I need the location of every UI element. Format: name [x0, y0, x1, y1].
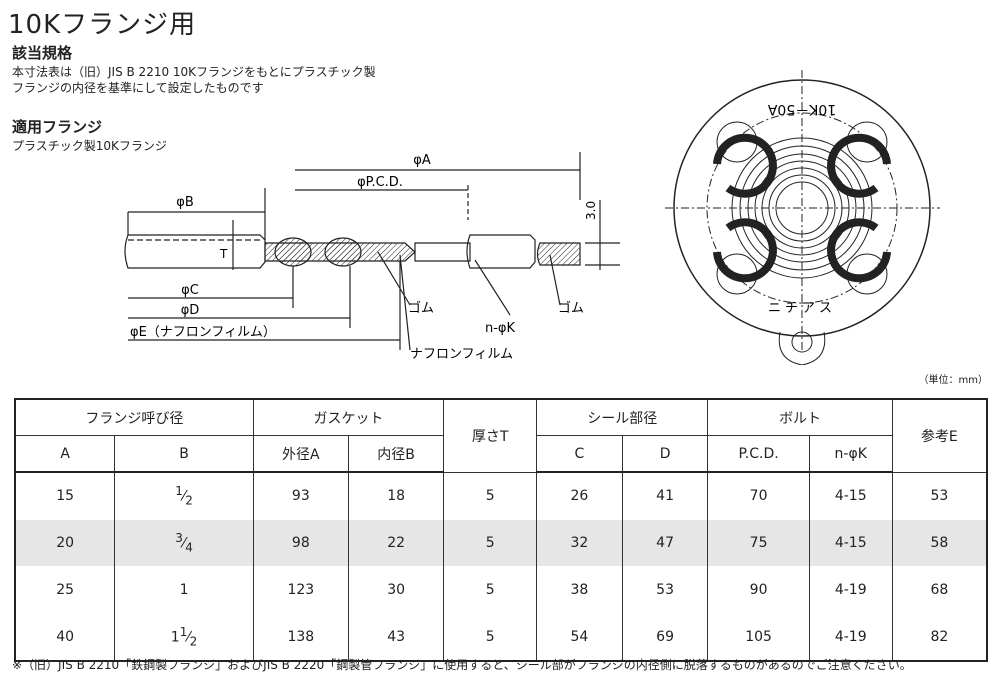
unit-label: （単位：mm） [918, 375, 988, 386]
cell-b: 11⁄2 [114, 613, 254, 661]
cell-t: 5 [443, 472, 538, 520]
cell-e: 58 [891, 519, 988, 567]
header-thickness: 厚さT [443, 398, 538, 473]
cell-outer: 98 [252, 519, 349, 567]
label-gomu-inner: ゴム [408, 300, 434, 316]
seal-bead-2 [324, 237, 362, 267]
cell-outer: 93 [252, 472, 349, 520]
rubber-outer [536, 242, 581, 266]
subheader-c: C [536, 435, 623, 473]
cell-e: 53 [891, 472, 988, 520]
cell-c: 32 [536, 519, 623, 567]
label-t: T [219, 247, 228, 261]
cell-e: 68 [891, 566, 988, 614]
page-title: 10Kフランジ用 [8, 10, 197, 40]
header-seal-diameter: シール部径 [536, 398, 709, 436]
label-phi-e: φE（ナフロンフィルム） [130, 325, 276, 340]
flange-front-view: 10K－50A ニチアス [665, 70, 940, 365]
cell-n-k: 4-15 [808, 519, 893, 567]
cell-pcd: 75 [707, 519, 810, 567]
cell-t: 5 [443, 566, 538, 614]
cell-inner: 43 [347, 613, 445, 661]
cell-a: 15 [14, 472, 116, 520]
label-phi-d: φD [181, 303, 200, 318]
header-flange-size: フランジ呼び径 [14, 398, 254, 436]
cell-d: 53 [621, 566, 709, 614]
label-phi-b: φB [176, 195, 194, 210]
cell-d: 69 [621, 613, 709, 661]
cell-c: 38 [536, 566, 623, 614]
section-text-flange: プラスチック製10Kフランジ [12, 139, 167, 153]
subheader-a: A [14, 435, 116, 473]
cell-b: 1⁄2 [114, 472, 254, 520]
cell-pcd: 70 [707, 472, 810, 520]
subheader-pcd: P.C.D. [707, 435, 810, 473]
cell-a: 25 [14, 566, 116, 614]
flange-mark-bottom: ニチアス [768, 301, 836, 316]
header-bolt: ボルト [707, 398, 893, 436]
table-row: 40 11⁄2 138 43 5 54 69 105 4-19 82 [14, 613, 988, 661]
flange-right-body [466, 234, 536, 269]
subheader-outer: 外径A [252, 435, 349, 473]
label-phi-c: φC [181, 283, 199, 298]
cell-e: 82 [891, 613, 988, 661]
cell-b: 1 [114, 566, 254, 614]
label-n-phi-k: n-φK [485, 321, 516, 336]
label-phi-pcd: φP.C.D. [357, 175, 403, 190]
cell-outer: 138 [252, 613, 349, 661]
cell-n-k: 4-19 [808, 566, 893, 614]
cell-outer: 123 [252, 566, 349, 614]
label-thickness: 3.0 [584, 201, 598, 220]
subheader-b: B [114, 435, 254, 473]
cell-n-k: 4-15 [808, 472, 893, 520]
subheader-inner: 内径B [347, 435, 445, 473]
caution-note: ※（旧）JIS B 2210「鉄鋼製フランジ」およびJIS B 2220「鋼製管… [12, 658, 912, 672]
subheader-n-phi-k: n-φK [808, 435, 893, 473]
cell-c: 26 [536, 472, 623, 520]
gasket-section-drawing: φA φP.C.D. φB T 3.0 φC φD φE（ナフロンフィルム） ゴ… [124, 152, 620, 362]
dimension-table: フランジ呼び径 ガスケット 厚さT シール部径 ボルト 参考E A B 外径A … [14, 398, 988, 662]
table-row: 20 3⁄4 98 22 5 32 47 75 4-15 58 [14, 519, 988, 567]
cell-a: 40 [14, 613, 116, 661]
cell-pcd: 105 [707, 613, 810, 661]
cell-inner: 18 [347, 472, 445, 520]
header-gasket: ガスケット [252, 398, 445, 436]
table-row: 15 1⁄2 93 18 5 26 41 70 4-15 53 [14, 472, 988, 520]
cell-t: 5 [443, 519, 538, 567]
seal-bead-1 [274, 237, 312, 267]
cell-d: 41 [621, 472, 709, 520]
cell-inner: 22 [347, 519, 445, 567]
cell-n-k: 4-19 [808, 613, 893, 661]
table-row: 25 1 123 30 5 38 53 90 4-19 68 [14, 566, 988, 614]
subheader-d: D [621, 435, 709, 473]
cell-d: 47 [621, 519, 709, 567]
cell-a: 20 [14, 519, 116, 567]
cell-b: 3⁄4 [114, 519, 254, 567]
cell-pcd: 90 [707, 566, 810, 614]
label-gomu-outer: ゴム [558, 300, 584, 316]
section-heading-standard: 該当規格 [12, 44, 73, 62]
label-naflon: ナフロンフィルム [410, 347, 513, 362]
flange-mark-top: 10K－50A [767, 101, 836, 117]
label-phi-a: φA [413, 153, 431, 168]
section-text-standard-1: 本寸法表は（旧）JIS B 2210 10Kフランジをもとにプラスチック製 [12, 65, 376, 79]
cell-inner: 30 [347, 566, 445, 614]
cell-c: 54 [536, 613, 623, 661]
section-heading-flange: 適用フランジ [12, 118, 103, 136]
cell-t: 5 [443, 613, 538, 661]
header-reference-e: 参考E [891, 398, 988, 473]
section-text-standard-2: フランジの内径を基準にして設定したものです [12, 81, 264, 95]
